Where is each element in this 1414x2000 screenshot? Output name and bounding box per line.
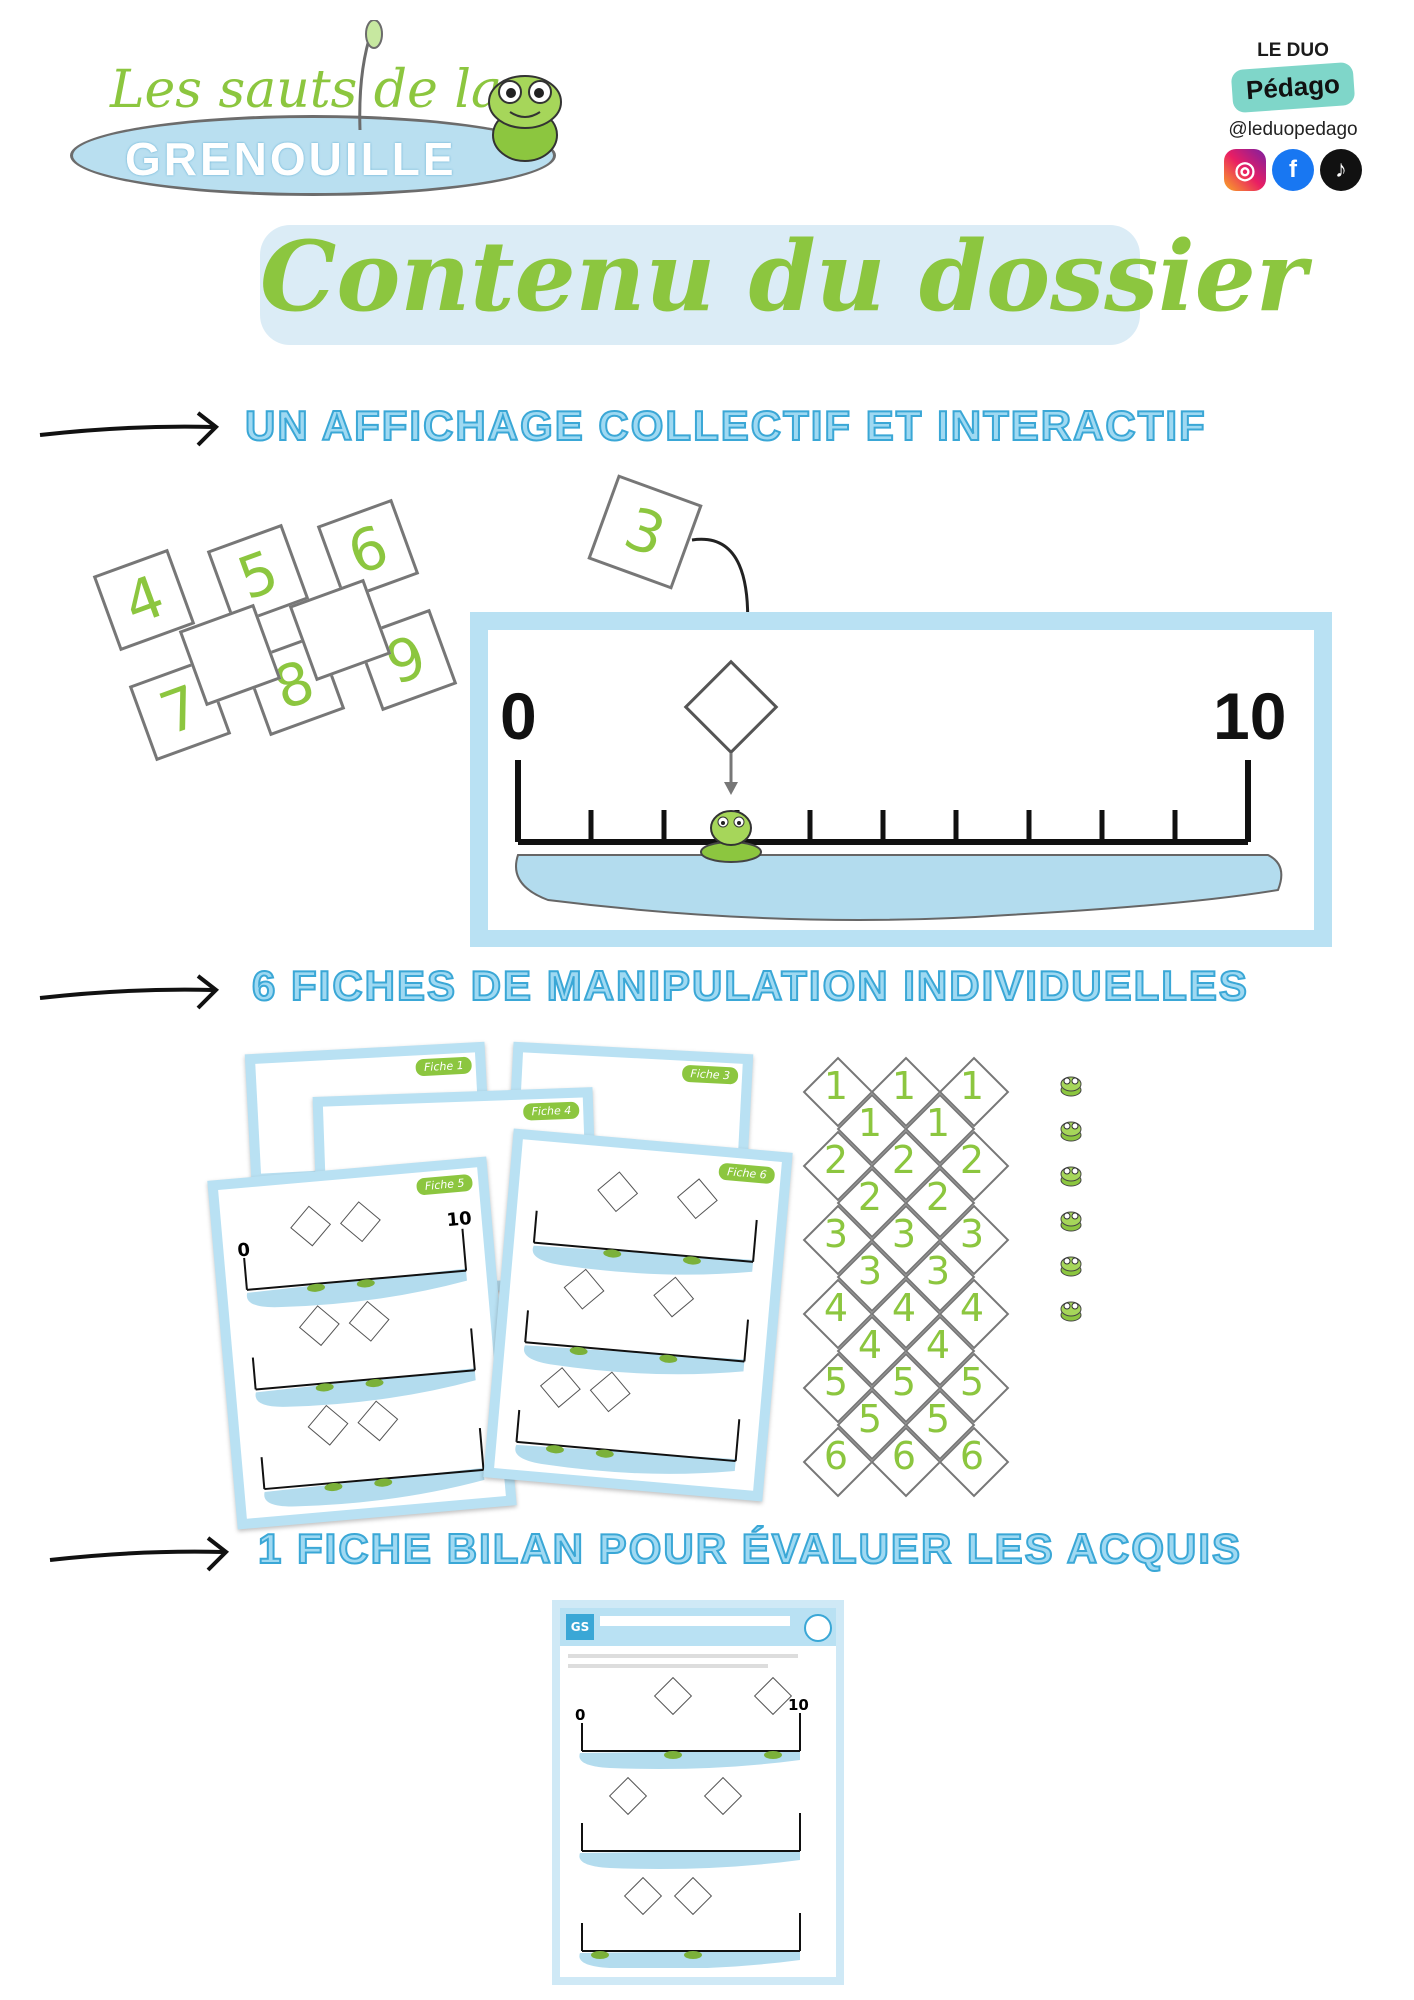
- frog-token-icon[interactable]: [1058, 1210, 1084, 1232]
- line-end-label: 10: [1213, 679, 1287, 753]
- number-card-label: 1: [857, 1101, 883, 1145]
- number-card-label: 5: [959, 1360, 985, 1404]
- sheet-start-label: 0: [236, 1239, 251, 1262]
- worksheet: Fiche 6: [483, 1128, 793, 1502]
- brand: LE DUO Pédago @leduopedago ◎ f ♪: [1208, 40, 1378, 191]
- arrow-icon: [49, 1536, 230, 1572]
- arrow-icon: [39, 974, 220, 1010]
- frog-token-icon[interactable]: [1058, 1165, 1084, 1187]
- number-card-label: 4: [891, 1286, 917, 1330]
- sheet-end-label: 10: [445, 1208, 473, 1232]
- line-start-label: 0: [500, 679, 537, 753]
- assessment-number-lines: [579, 1676, 801, 1968]
- number-card-label: 5: [857, 1397, 883, 1441]
- number-card-label: 2: [959, 1138, 985, 1182]
- number-card-label: 2: [857, 1175, 883, 1219]
- arrow-icon: [39, 411, 220, 447]
- number-card-label: 4: [857, 1323, 883, 1367]
- number-tile[interactable]: 6: [316, 498, 420, 602]
- frog-icon: [488, 75, 562, 162]
- instagram-icon[interactable]: ◎: [1224, 149, 1266, 191]
- logo: Les sauts de la GRENOUILLE: [30, 20, 590, 200]
- assessment-start-label: 0: [575, 1706, 586, 1724]
- title-highlight: [260, 225, 1140, 345]
- number-card-label: 3: [891, 1212, 917, 1256]
- assessment-end-label: 10: [788, 1696, 809, 1714]
- number-card-label: 2: [891, 1138, 917, 1182]
- sheet-label: Fiche 4: [523, 1101, 580, 1121]
- frog-tokens: [1058, 1075, 1088, 1355]
- sheet-label: Fiche 3: [682, 1064, 739, 1085]
- number-card-label: 3: [959, 1212, 985, 1256]
- number-card-label: 1: [925, 1101, 951, 1145]
- number-line: [515, 659, 1283, 921]
- logo-line1: Les sauts de la: [110, 60, 503, 120]
- section-title-sheets: 6 FICHES DE MANIPULATION INDIVIDUELLES: [251, 961, 1249, 1010]
- frog-token-icon[interactable]: [1058, 1255, 1084, 1277]
- page-title: Contenu du dossier: [260, 220, 1307, 333]
- frog-token-icon[interactable]: [1058, 1300, 1084, 1322]
- sheet-label: Fiche 1: [415, 1056, 473, 1077]
- number-card-label: 3: [823, 1212, 849, 1256]
- section-title-bilan: 1 FICHE BILAN POUR ÉVALUER LES ACQUIS: [257, 1524, 1243, 1573]
- sheet-number-lines: [243, 1201, 485, 1507]
- number-card-label: 5: [925, 1397, 951, 1441]
- number-card-label: 2: [823, 1138, 849, 1182]
- tiktok-icon[interactable]: ♪: [1320, 149, 1362, 191]
- section-title-display: UN AFFICHAGE COLLECTIF ET INTERACTIF: [244, 401, 1207, 450]
- sheet-number-lines: [515, 1171, 758, 1474]
- number-line-poster: 0 10: [470, 612, 1332, 947]
- assessment-sheet: GS: [552, 1600, 844, 1985]
- frog-token-icon[interactable]: [1058, 1075, 1084, 1097]
- number-card-label: 5: [891, 1360, 917, 1404]
- brand-pill: Pédago: [1230, 61, 1356, 114]
- number-card-label: 4: [925, 1323, 951, 1367]
- moving-number-tile[interactable]: 3: [587, 474, 703, 590]
- number-card-label: 6: [823, 1434, 849, 1478]
- grade-badge: GS: [566, 1614, 594, 1640]
- logo-line2: GRENOUILLE: [125, 133, 457, 185]
- number-card-label: 6: [959, 1434, 985, 1478]
- number-card-label: 4: [823, 1286, 849, 1330]
- facebook-icon[interactable]: f: [1272, 149, 1314, 191]
- number-card-label: 3: [857, 1249, 883, 1293]
- number-card-label: 6: [891, 1434, 917, 1478]
- brand-handle[interactable]: @leduopedago: [1228, 119, 1358, 140]
- number-card-label: 4: [959, 1286, 985, 1330]
- frog-token-icon[interactable]: [1058, 1120, 1084, 1142]
- number-card-label: 5: [823, 1360, 849, 1404]
- reed-icon: [358, 20, 383, 130]
- number-card-label: 1: [891, 1064, 917, 1108]
- number-card-label: 1: [823, 1064, 849, 1108]
- logo-pond: [70, 115, 556, 196]
- number-card-label: 2: [925, 1175, 951, 1219]
- number-card-label: 1: [959, 1064, 985, 1108]
- number-card-label: 3: [925, 1249, 951, 1293]
- worksheet: 0 10 Fiche 5: [207, 1156, 517, 1530]
- brand-top: LE DUO: [1257, 40, 1329, 61]
